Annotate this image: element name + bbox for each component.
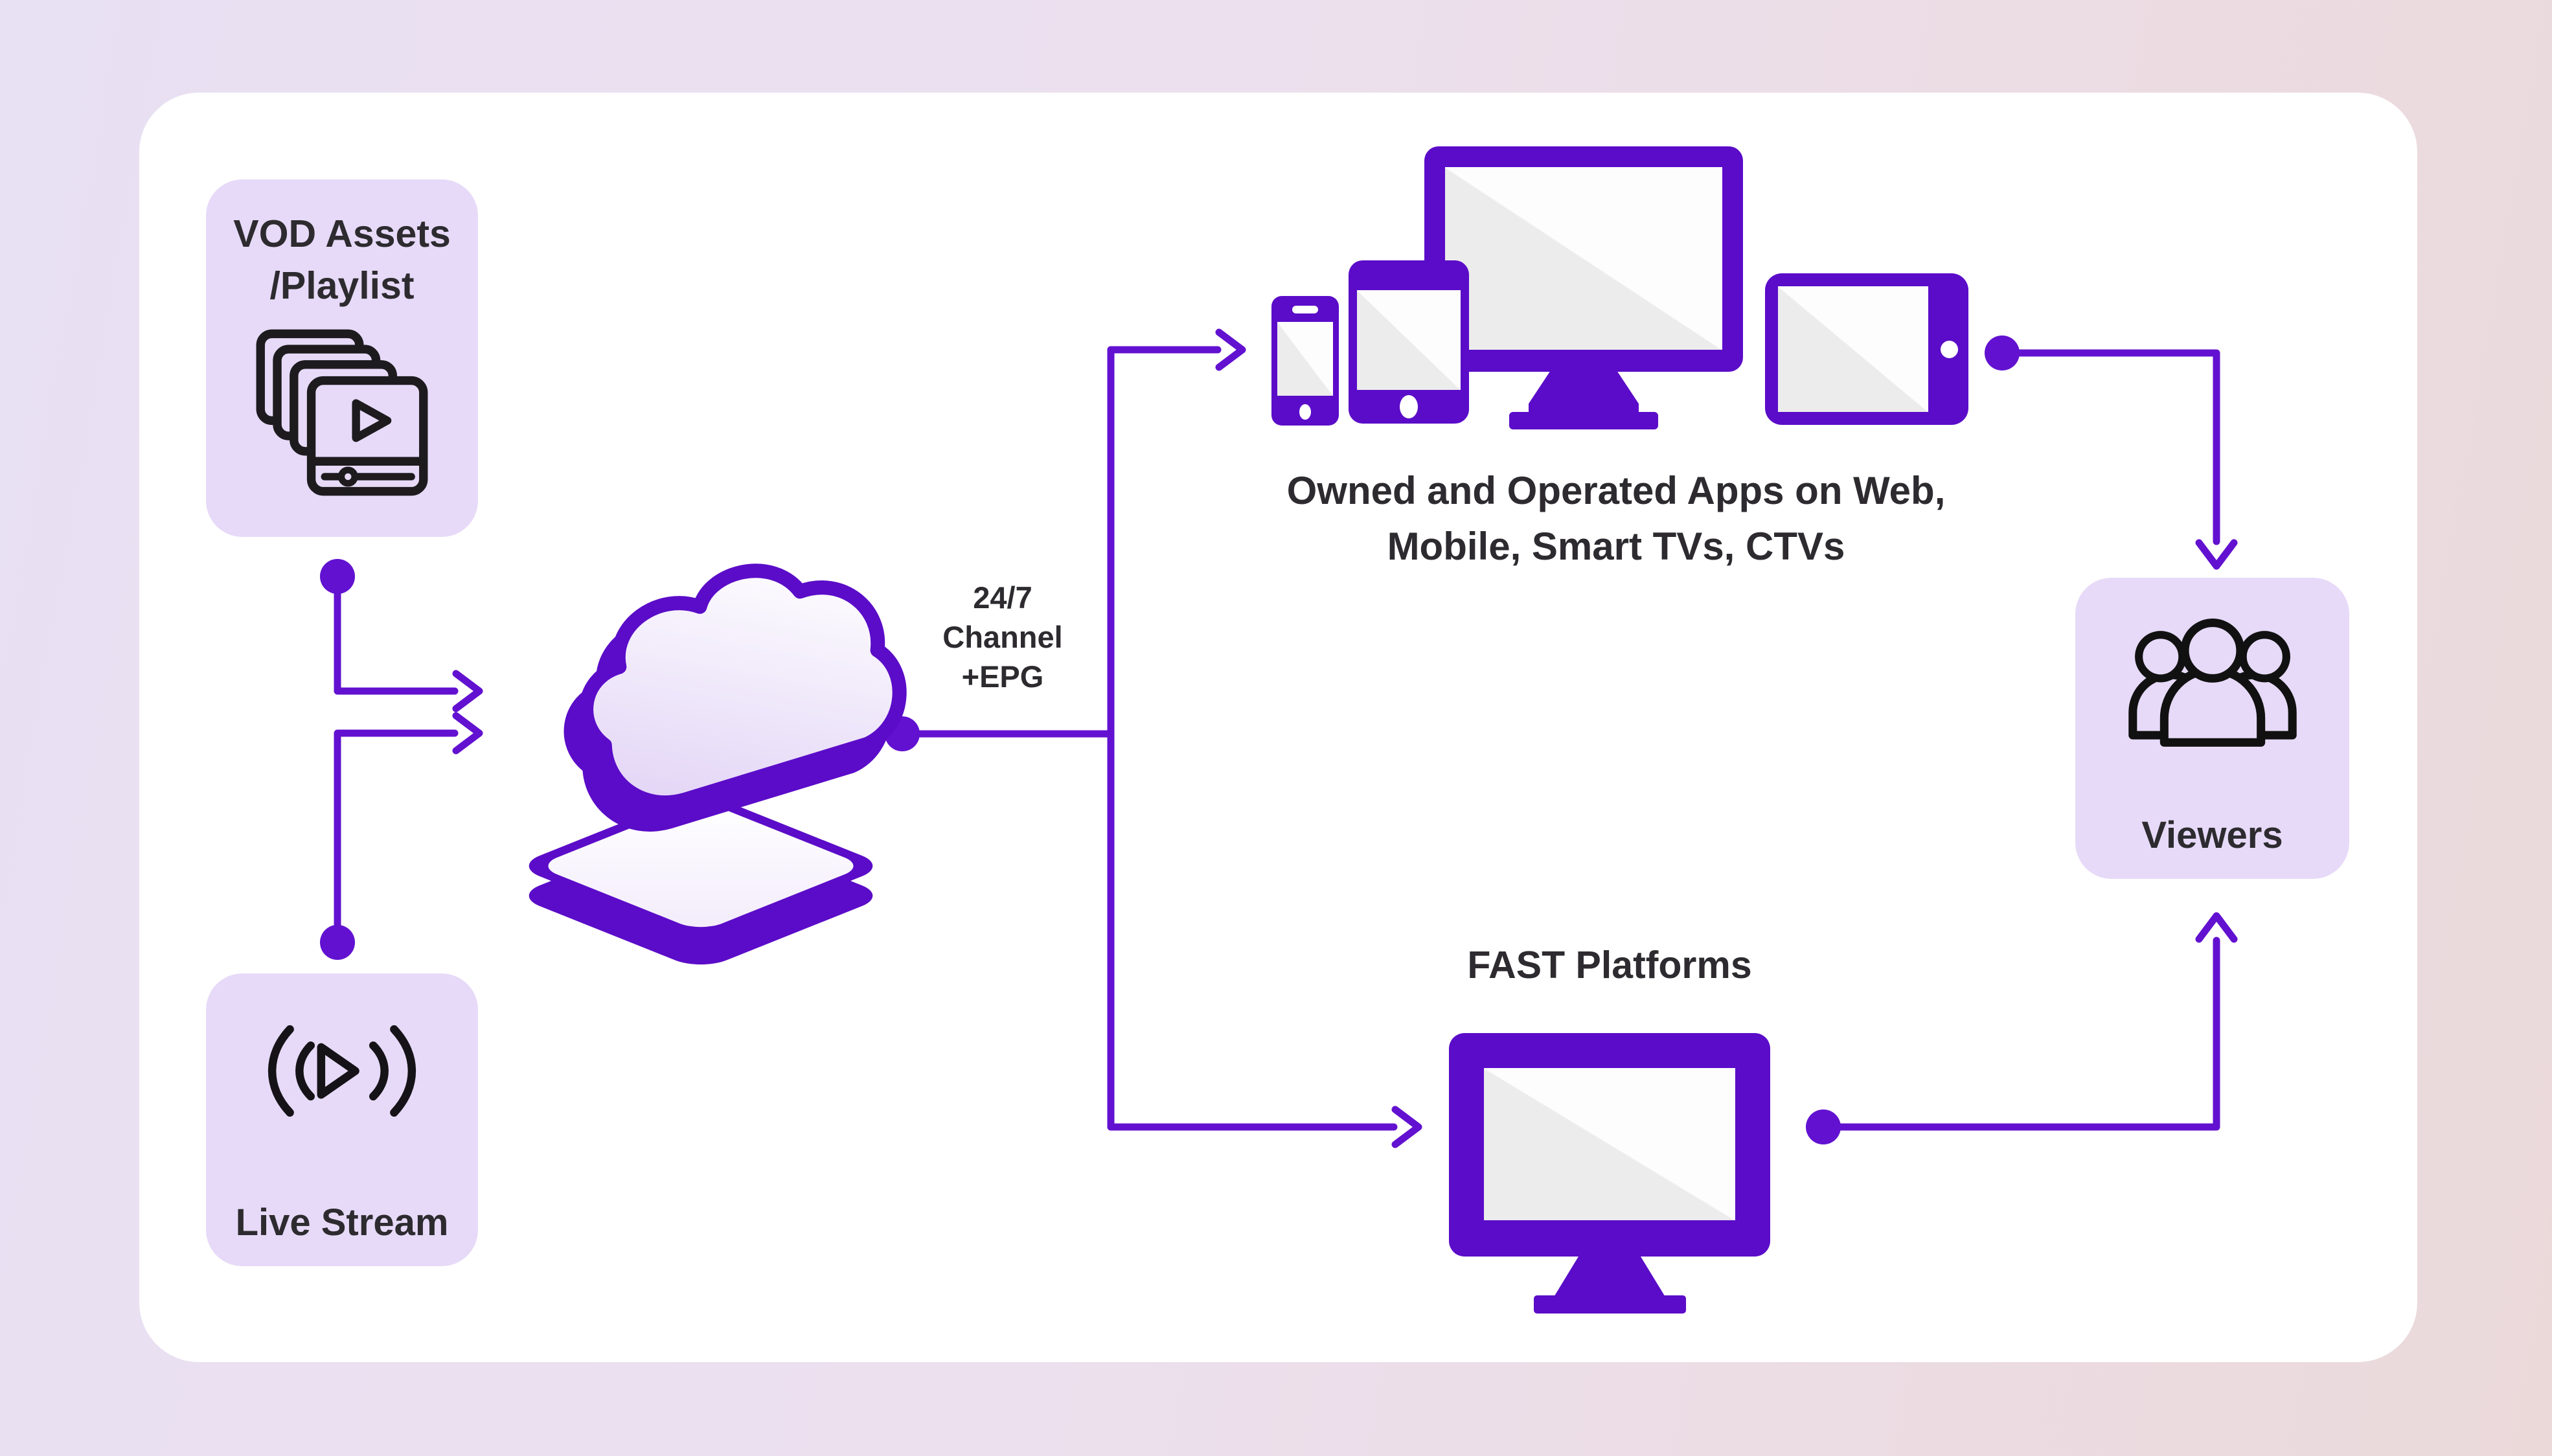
connector-apps-to-viewers (1985, 336, 2238, 570)
channel-epg-label: 24/7 Channel +EPG (912, 578, 1093, 696)
fast-monitor (1449, 1033, 1770, 1257)
channel-epg-line1: 24/7 (973, 580, 1032, 615)
vod-title: VOD Assets /Playlist (233, 208, 451, 312)
vod-title-line2: /Playlist (269, 264, 415, 307)
node-live-stream: Live Stream (206, 973, 478, 1266)
node-viewers: Viewers (2075, 578, 2349, 879)
fast-platforms-label: FAST Platforms (1467, 944, 1752, 986)
node-vod-assets: VOD Assets /Playlist (206, 179, 478, 537)
connector-vod-to-cloud (320, 559, 483, 712)
owned-apps-line1: Owned and Operated Apps on Web, (1286, 469, 1946, 512)
owned-apps-line2: Mobile, Smart TVs, CTVs (1387, 525, 1845, 568)
connector-livestream-to-cloud (320, 712, 483, 960)
live-stream-icon (268, 1025, 416, 1117)
desktop-monitor-icon (1424, 146, 1743, 372)
monitor-base (1509, 412, 1658, 429)
owned-apps-label: Owned and Operated Apps on Web, Mobile, … (1218, 463, 2014, 574)
live-stream-label: Live Stream (235, 1201, 449, 1244)
monitor-stand (1529, 370, 1639, 412)
connector-cloud-branch (885, 328, 1422, 1148)
viewers-icon (2128, 619, 2297, 747)
channel-epg-line2: Channel (942, 620, 1063, 654)
large-phone-icon (1349, 260, 1469, 424)
fast-monitor-base (1534, 1295, 1686, 1314)
vod-playlist-icon (256, 329, 428, 496)
tablet-icon (1765, 273, 1968, 425)
cloud-platform-icon (529, 492, 939, 965)
viewers-label: Viewers (2141, 814, 2283, 856)
connector-fast-to-viewers (1806, 912, 2238, 1144)
channel-epg-line3: +EPG (961, 659, 1044, 694)
small-phone-icon (1271, 296, 1339, 426)
vod-title-line1: VOD Assets (233, 212, 451, 255)
